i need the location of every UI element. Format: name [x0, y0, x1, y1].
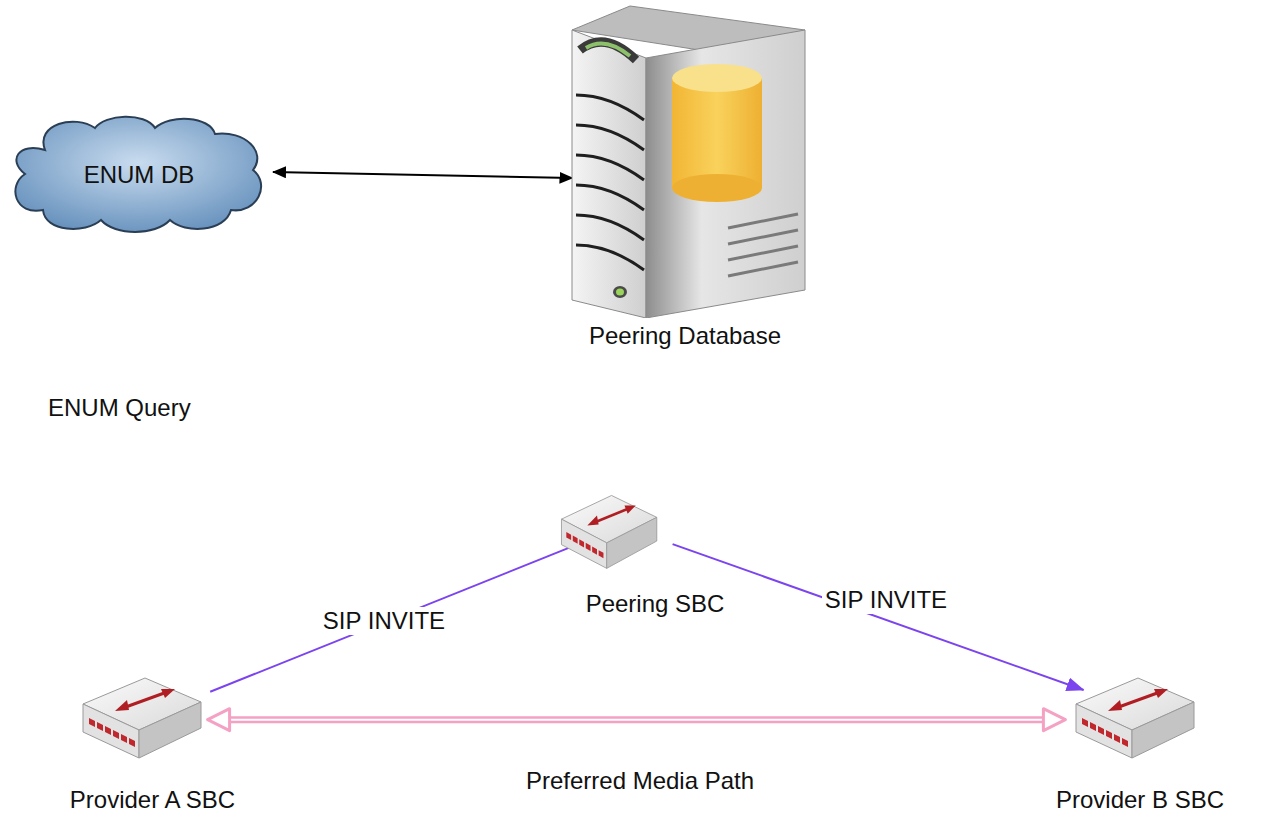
node-label: ENUM DB — [84, 161, 195, 189]
sbc-device: Peering SBC — [555, 490, 755, 622]
server-tower: Peering Database — [560, 0, 810, 352]
connector — [273, 172, 573, 178]
cloud-database: ENUM DB — [5, 112, 273, 237]
edge-label: Preferred Media Path — [523, 767, 757, 795]
node-label: Provider B SBC — [1056, 786, 1224, 814]
node-label: Peering Database — [589, 322, 781, 350]
sbc-device-icon — [555, 490, 660, 572]
server-tower-icon — [560, 0, 810, 318]
node-label: Provider A SBC — [70, 786, 235, 814]
connector — [673, 544, 1084, 690]
sbc-device: Provider A SBC — [30, 672, 275, 818]
connector — [208, 709, 1066, 731]
edge-label: SIP INVITE — [320, 607, 448, 635]
connector — [210, 544, 578, 692]
sbc-device: Provider B SBC — [1020, 672, 1260, 818]
edge-label: SIP INVITE — [822, 586, 950, 614]
sbc-device-icon — [1068, 672, 1198, 762]
note-label: ENUM Query — [48, 394, 191, 422]
sbc-device-icon — [75, 672, 205, 762]
node-label: Peering SBC — [586, 590, 725, 618]
